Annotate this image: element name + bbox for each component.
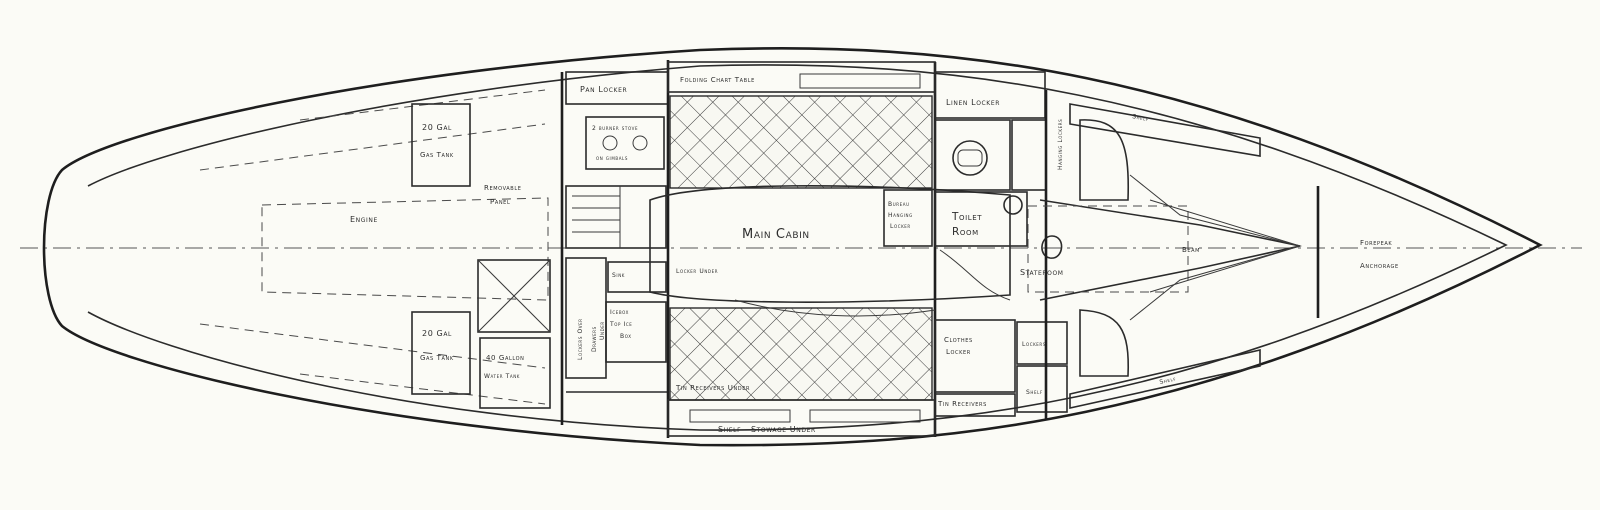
sink-label: Sink — [612, 272, 625, 279]
water-tank-size: 40 Gallon — [486, 354, 524, 362]
clothes-locker-box — [934, 319, 1016, 393]
tin-receivers-box — [934, 393, 1016, 417]
water-tank — [479, 337, 551, 409]
fuel-tank-top-size: 20 Gal — [422, 123, 452, 132]
fuel-tank-bottom — [411, 311, 471, 395]
shelf-top-label: Shelf — [1132, 113, 1150, 123]
vberth — [1039, 199, 1301, 301]
pan-locker-label: Pan Locker — [580, 85, 627, 94]
mast-icon — [1041, 235, 1063, 259]
lockers-over-label: Lockers Over — [577, 318, 584, 360]
lockers-box — [1016, 321, 1068, 365]
toilet-room-label-2: Room — [952, 226, 979, 238]
forepeak-labels: Stateroom Beam Shelf Shelf Forepeak Anch… — [1020, 113, 1399, 386]
galley-labels: Pan Locker 2 burner stove on gimbals Sin… — [577, 85, 638, 360]
forepeak-label-1: Forepeak — [1360, 239, 1392, 247]
cockpit-guide-top — [199, 123, 546, 171]
hull-outline — [42, 47, 1543, 447]
stateroom-outline — [1027, 205, 1189, 293]
fuel-tank-bottom-label: Gas Tank — [420, 354, 454, 362]
hanging-lockers-label: Hanging Lockers — [1057, 119, 1064, 170]
locker-under-label: Locker Under — [676, 268, 718, 275]
cabin-table — [649, 185, 1011, 303]
bureau-label-2: Hanging — [888, 212, 913, 219]
companionway-ladder — [565, 185, 667, 249]
toilet-icon — [952, 140, 988, 176]
clothes-locker-label-1: Clothes — [944, 336, 973, 344]
fuel-tank-top-label: Gas Tank — [420, 151, 454, 159]
hatch-box — [477, 259, 551, 333]
shelf-bottom-label: Shelf — [1159, 375, 1177, 386]
cockpit-guide-top-outer — [299, 89, 546, 121]
forepeak-label-2: Anchorage — [1360, 262, 1399, 270]
deck-line — [87, 64, 1508, 431]
main-cabin-label: Main Cabin — [742, 227, 810, 242]
beam-label: Beam — [1182, 246, 1200, 254]
cockpit-guide-bottom — [199, 323, 546, 369]
stateroom-label: Stateroom — [1020, 268, 1064, 277]
berth-bottom — [669, 307, 933, 401]
cockpit-guide-bottom-outer — [299, 373, 546, 405]
forward-cabin-labels: Linen Locker Bureau Hanging Locker Toile… — [888, 98, 1064, 408]
bureau-label-3: Locker — [890, 223, 911, 230]
icebox — [605, 301, 667, 363]
shelf-box-label: Shelf — [1026, 389, 1043, 396]
shelf-stowage — [667, 399, 936, 437]
icebox-label-3: Box — [620, 333, 632, 340]
shelf-stowage-label: Shelf - Stowage Under — [718, 425, 816, 434]
clothes-locker-label-2: Locker — [946, 348, 971, 356]
tin-receivers-label: Tin Receivers — [937, 400, 987, 408]
toilet-locker — [1011, 119, 1047, 191]
drawers-label-1: Drawers — [591, 326, 598, 352]
aft-section-labels: 20 Gal Gas Tank 20 Gal Gas Tank 40 Gallo… — [350, 123, 524, 380]
icebox-label-2: Top Ice — [609, 321, 632, 328]
fuel-tank-bottom-size: 20 Gal — [422, 329, 452, 338]
shelf-bottom — [1069, 348, 1261, 409]
removable-panel-label-2: Panel — [490, 198, 510, 206]
bureau-label-1: Bureau — [888, 201, 910, 208]
berth-top — [669, 95, 933, 189]
bureau-box — [883, 189, 933, 247]
fuel-tank-top — [411, 103, 471, 187]
vberth-top-cushion — [1079, 119, 1130, 201]
linen-locker-box — [934, 71, 1046, 119]
water-tank-label: Water Tank — [484, 373, 520, 380]
removable-panel-label-1: Removable — [484, 184, 521, 192]
chart-table-label: Folding Chart Table — [680, 76, 755, 84]
wash-basin-icon — [1003, 195, 1023, 215]
lockers-label: Lockers — [1022, 341, 1046, 348]
stove-label-1: 2 burner stove — [592, 125, 638, 132]
tin-receivers-under-label: Tin Receivers Under — [675, 384, 750, 392]
vberth-bottom-cushion — [1079, 309, 1130, 377]
stove-label-2: on gimbals — [596, 155, 628, 162]
main-cabin-labels: Folding Chart Table Main Cabin Locker Un… — [675, 76, 816, 434]
lockers-over-box — [565, 257, 607, 379]
toilet-room-label-1: Toilet — [951, 211, 982, 223]
drawers-label-2: Under — [599, 321, 606, 340]
shelf-top — [1069, 103, 1261, 157]
engine-outline — [261, 197, 549, 301]
stove — [585, 116, 665, 170]
sink-box — [607, 261, 667, 293]
icebox-label-1: Icebox — [610, 309, 629, 316]
toilet-room-box — [934, 191, 1028, 247]
shelf-box — [1016, 365, 1068, 413]
toilet-area — [934, 119, 1011, 191]
linen-locker-label: Linen Locker — [946, 98, 1000, 107]
engine-label: Engine — [350, 215, 378, 224]
